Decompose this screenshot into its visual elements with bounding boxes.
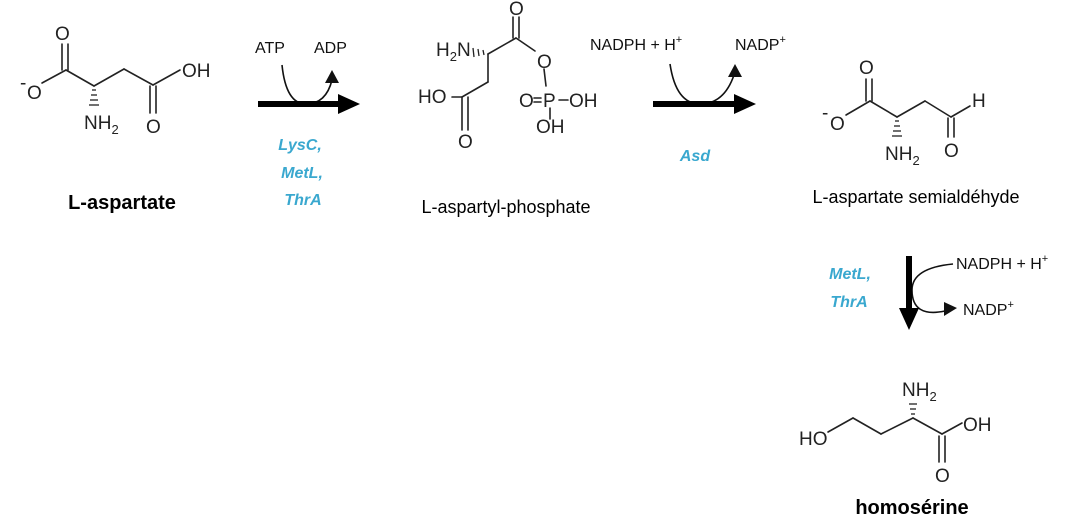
bond <box>93 68 125 87</box>
reaction-arrowhead <box>338 94 360 114</box>
atom-h2n: H2N <box>436 40 471 64</box>
atom-o: O <box>935 466 950 487</box>
atom-o-double: O <box>519 91 534 112</box>
atom-p: P <box>543 91 556 112</box>
bond <box>950 105 971 118</box>
charge-minus: - <box>20 73 26 94</box>
bond <box>880 417 914 435</box>
molecule-aspartate: O O - OH O NH2 L-aspartate <box>20 24 211 214</box>
molecule-name-homoserine: homosérine <box>855 497 968 519</box>
enzyme-thra: ThrA <box>284 192 321 209</box>
enzyme-lysc: LysC, <box>278 137 322 154</box>
reaction-2: NADPH + H+ NADP+ Asd <box>590 34 786 165</box>
bond <box>65 69 95 87</box>
atom-oh: OH <box>536 117 565 138</box>
molecule-aspartyl-phosphate: H2N O O O P OH OH HO O L-aspartyl-phosph… <box>418 0 598 217</box>
curve-arrowhead <box>728 64 742 77</box>
cofactor-curve <box>281 64 333 105</box>
atom-nh2: NH2 <box>885 144 920 168</box>
curve-arrowhead <box>944 302 957 316</box>
atom-o: O <box>944 141 959 162</box>
atom-oh: OH <box>963 415 992 436</box>
atom-ho: HO <box>418 87 447 108</box>
bond <box>152 69 181 86</box>
atom-ho: HO <box>799 429 828 450</box>
atom-o: O <box>55 24 70 45</box>
bond <box>827 417 854 433</box>
molecule-name-aspartyl-phosphate: L-aspartyl-phosphate <box>421 197 590 217</box>
bond <box>845 100 871 116</box>
cofactor-nadph: NADPH + H+ <box>956 253 1048 273</box>
cofactor-nadp: NADP+ <box>963 299 1014 319</box>
hashed-wedge <box>472 47 485 58</box>
atom-h: H <box>972 91 986 112</box>
enzyme-metl: MetL, <box>829 266 871 283</box>
reaction-arrowhead <box>899 308 919 330</box>
molecule-homoserine: NH2 HO OH O homosérine <box>799 380 992 519</box>
reaction-1: ATP ADP LysC, MetL, ThrA <box>255 40 360 209</box>
atom-o: O <box>458 132 473 153</box>
bond <box>515 37 536 52</box>
hashed-wedge <box>909 403 917 415</box>
charge-minus: - <box>822 103 828 124</box>
cofactor-adp: ADP <box>314 40 347 57</box>
bond <box>869 100 898 118</box>
atom-o: O <box>146 117 161 138</box>
hashed-wedge <box>89 89 99 106</box>
reaction-3: NADPH + H+ NADP+ MetL, ThrA <box>829 253 1048 330</box>
bond <box>543 68 547 87</box>
bond <box>852 417 882 435</box>
atom-nh2: NH2 <box>902 380 937 404</box>
atom-o: O <box>859 58 874 79</box>
bond <box>924 100 952 118</box>
bond <box>487 37 517 55</box>
atom-oh: OH <box>182 61 211 82</box>
atom-o-ester: O <box>537 52 552 73</box>
bond <box>461 81 489 98</box>
molecule-semialdehyde: O O - H O NH2 L-aspartate semialdéhyde <box>812 58 1019 207</box>
enzyme-metl: MetL, <box>281 165 323 182</box>
molecule-name-semialdehyde: L-aspartate semialdéhyde <box>812 187 1019 207</box>
bond <box>941 422 963 435</box>
enzyme-thra: ThrA <box>830 294 867 311</box>
enzyme-asd: Asd <box>679 148 711 165</box>
cofactor-nadp: NADP+ <box>735 34 786 54</box>
hashed-wedge <box>892 120 902 137</box>
bond <box>896 100 926 118</box>
bond <box>41 69 67 84</box>
cofactor-nadph: NADPH + H+ <box>590 34 682 54</box>
atom-o-minus: O <box>830 114 845 135</box>
atom-o: O <box>509 0 524 20</box>
bond <box>912 417 943 435</box>
bond <box>123 68 154 86</box>
molecule-name-aspartate: L-aspartate <box>68 192 176 214</box>
reaction-arrowhead <box>734 94 756 114</box>
atom-oh: OH <box>569 91 598 112</box>
curve-arrowhead <box>325 70 339 83</box>
cofactor-atp: ATP <box>255 40 285 57</box>
cofactor-curve <box>669 63 735 105</box>
atom-nh2: NH2 <box>84 113 119 137</box>
atom-o-minus: O <box>27 83 42 104</box>
